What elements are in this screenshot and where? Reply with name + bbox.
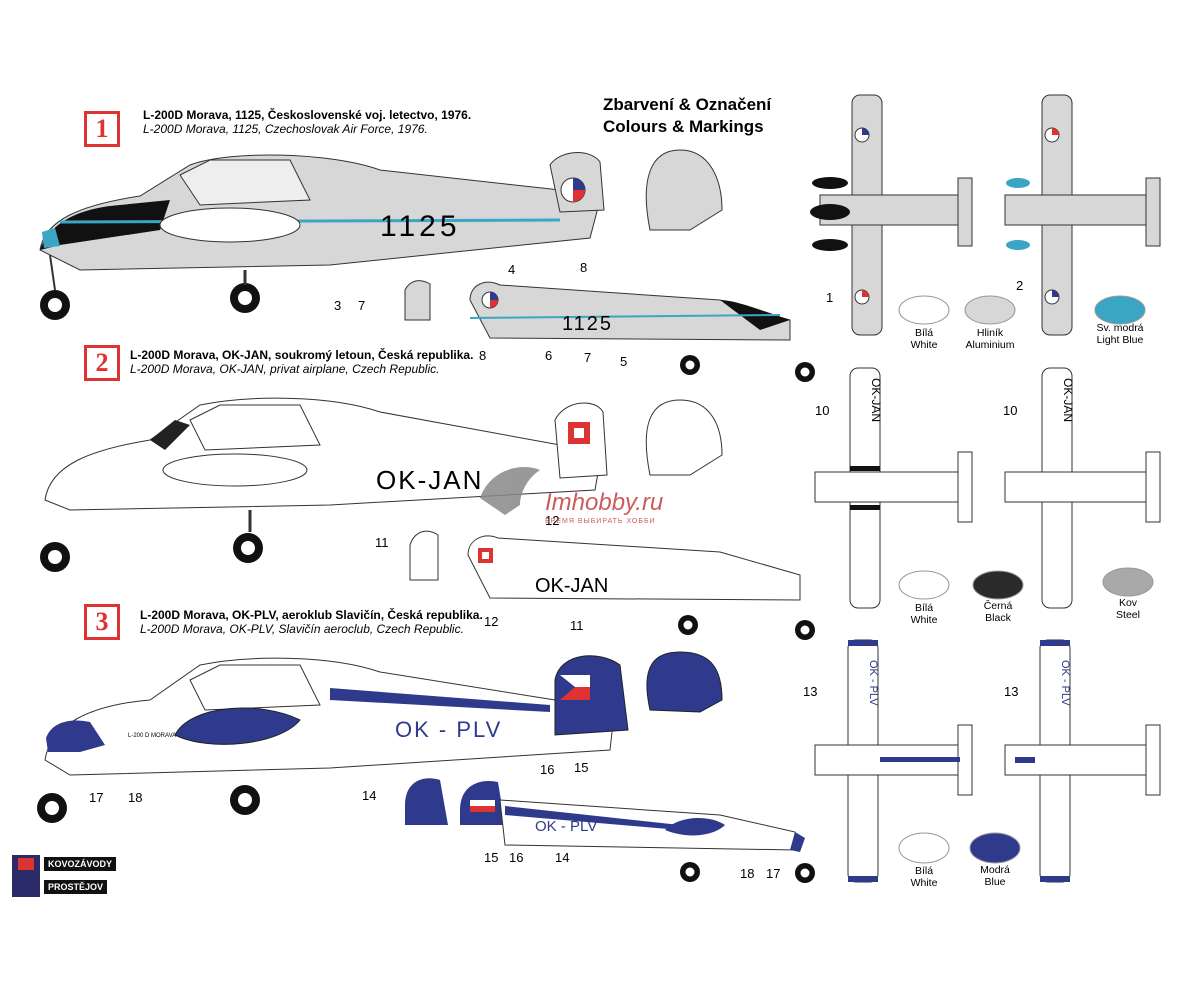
top-registration: OK - PLV bbox=[1059, 660, 1071, 706]
aircraft-top-view-ok-jan-lower: OK-JAN bbox=[1004, 367, 1161, 609]
colour-swatch bbox=[898, 295, 950, 325]
caption-english: L-200D Morava, OK-PLV, Slavičín aeroclub… bbox=[140, 622, 464, 636]
callout-number: 12 bbox=[484, 614, 498, 629]
registration-marking: OK-JAN bbox=[535, 575, 608, 597]
callout-number: 10 bbox=[1003, 403, 1017, 418]
registration-marking: OK - PLV bbox=[535, 818, 597, 835]
title-english: Colours & Markings bbox=[603, 117, 764, 136]
aircraft-side-view-ok-plv-small: OK - PLV bbox=[405, 778, 815, 883]
registration-marking: OK - PLV bbox=[395, 717, 502, 742]
callout-number: 7 bbox=[358, 298, 365, 313]
callout-number: 6 bbox=[545, 348, 552, 363]
callout-number: 5 bbox=[620, 354, 627, 369]
scheme-number-badge: 2 bbox=[84, 345, 120, 381]
callout-number: 2 bbox=[1016, 278, 1023, 293]
colour-swatch bbox=[969, 832, 1021, 864]
aircraft-side-view-1125-small: 1125 bbox=[404, 280, 815, 382]
callout-number: 18 bbox=[740, 866, 754, 881]
callout-number: 1 bbox=[826, 290, 833, 305]
logo-emblem-red bbox=[18, 858, 34, 870]
aircraft-side-view-ok-plv-large: L-200 D MORAVA OK - PLV bbox=[37, 651, 723, 823]
scheme-1-caption: L-200D Morava, 1125, Československé voj.… bbox=[143, 108, 471, 136]
aircraft-top-view-1125-lower bbox=[1004, 94, 1161, 336]
caption-english: L-200D Morava, 1125, Czechoslovak Air Fo… bbox=[143, 122, 428, 136]
callout-number: 8 bbox=[580, 260, 587, 275]
logo-line-2: PROSTĚJOV bbox=[44, 880, 108, 894]
callout-number: 14 bbox=[362, 788, 376, 803]
logo-line-1: KOVOZÁVODY bbox=[44, 857, 117, 871]
aircraft-top-view-1125-upper bbox=[810, 94, 973, 336]
top-registration: OK - PLV bbox=[867, 660, 879, 706]
colour-swatch bbox=[972, 570, 1024, 600]
callout-number: 12 bbox=[545, 513, 559, 528]
callout-number: 3 bbox=[334, 298, 341, 313]
callout-number: 13 bbox=[1004, 684, 1018, 699]
watermark: Imhobby.ru ВРЕМЯ ВЫБИРАТЬ ХОББИ bbox=[480, 467, 663, 525]
callout-number: 17 bbox=[89, 790, 103, 805]
aircraft-top-view-ok-jan-upper: OK-JAN bbox=[814, 367, 973, 609]
colour-swatch bbox=[898, 570, 950, 600]
registration-marking: 1125 bbox=[562, 313, 613, 335]
callout-number: 10 bbox=[815, 403, 829, 418]
registration-marking: OK-JAN bbox=[376, 465, 483, 495]
callout-number: 13 bbox=[803, 684, 817, 699]
callout-number: 11 bbox=[570, 618, 584, 633]
caption-czech: L-200D Morava, 1125, Československé voj.… bbox=[143, 108, 472, 122]
title-czech: Zbarvení & Označení bbox=[603, 95, 772, 114]
callout-number: 4 bbox=[508, 262, 515, 277]
colour-swatch bbox=[1102, 567, 1154, 597]
manufacturer-logo: KOVOZÁVODY PROSTĚJOV bbox=[12, 855, 124, 897]
aircraft-top-view-ok-plv-upper: OK - PLV bbox=[814, 639, 973, 883]
colour-swatch bbox=[898, 832, 950, 864]
callout-number: 18 bbox=[128, 790, 142, 805]
scheme-number-badge: 3 bbox=[84, 604, 120, 640]
aircraft-side-view-1125-large: 1125 bbox=[39, 149, 723, 320]
colour-swatch bbox=[964, 295, 1016, 325]
callout-number: 11 bbox=[375, 535, 389, 550]
caption-czech: L-200D Morava, OK-JAN, soukromý letoun, … bbox=[130, 348, 474, 362]
watermark-slogan: ВРЕМЯ ВЫБИРАТЬ ХОББИ bbox=[545, 518, 656, 525]
callout-number: 16 bbox=[540, 762, 554, 777]
nose-label: L-200 D MORAVA bbox=[128, 733, 176, 739]
callout-number: 8 bbox=[479, 348, 486, 363]
top-registration: OK-JAN bbox=[1061, 378, 1075, 422]
callout-number: 15 bbox=[574, 760, 588, 775]
page-title: Zbarvení & Označení Colours & Markings bbox=[603, 94, 771, 138]
callout-number: 15 bbox=[484, 850, 498, 865]
watermark-brand: Imhobby.ru bbox=[545, 489, 663, 516]
caption-czech: L-200D Morava, OK-PLV, aeroklub Slavičín… bbox=[140, 608, 483, 622]
scheme-3-caption: L-200D Morava, OK-PLV, aeroklub Slavičín… bbox=[140, 608, 483, 636]
top-registration: OK-JAN bbox=[869, 378, 883, 422]
aircraft-top-view-ok-plv-lower: OK - PLV bbox=[1004, 639, 1161, 883]
caption-english: L-200D Morava, OK-JAN, privat airplane, … bbox=[130, 362, 440, 376]
scheme-number-badge: 1 bbox=[84, 111, 120, 147]
aircraft-side-view-ok-jan-large: OK-JAN bbox=[40, 397, 723, 572]
callout-number: 17 bbox=[766, 866, 780, 881]
callout-number: 7 bbox=[584, 350, 591, 365]
scheme-2-caption: L-200D Morava, OK-JAN, soukromý letoun, … bbox=[130, 348, 473, 376]
callout-number: 16 bbox=[509, 850, 523, 865]
registration-marking: 1125 bbox=[380, 210, 461, 243]
callout-number: 14 bbox=[555, 850, 569, 865]
colour-swatch bbox=[1094, 295, 1146, 325]
aircraft-side-view-ok-jan-small: OK-JAN bbox=[409, 530, 815, 640]
